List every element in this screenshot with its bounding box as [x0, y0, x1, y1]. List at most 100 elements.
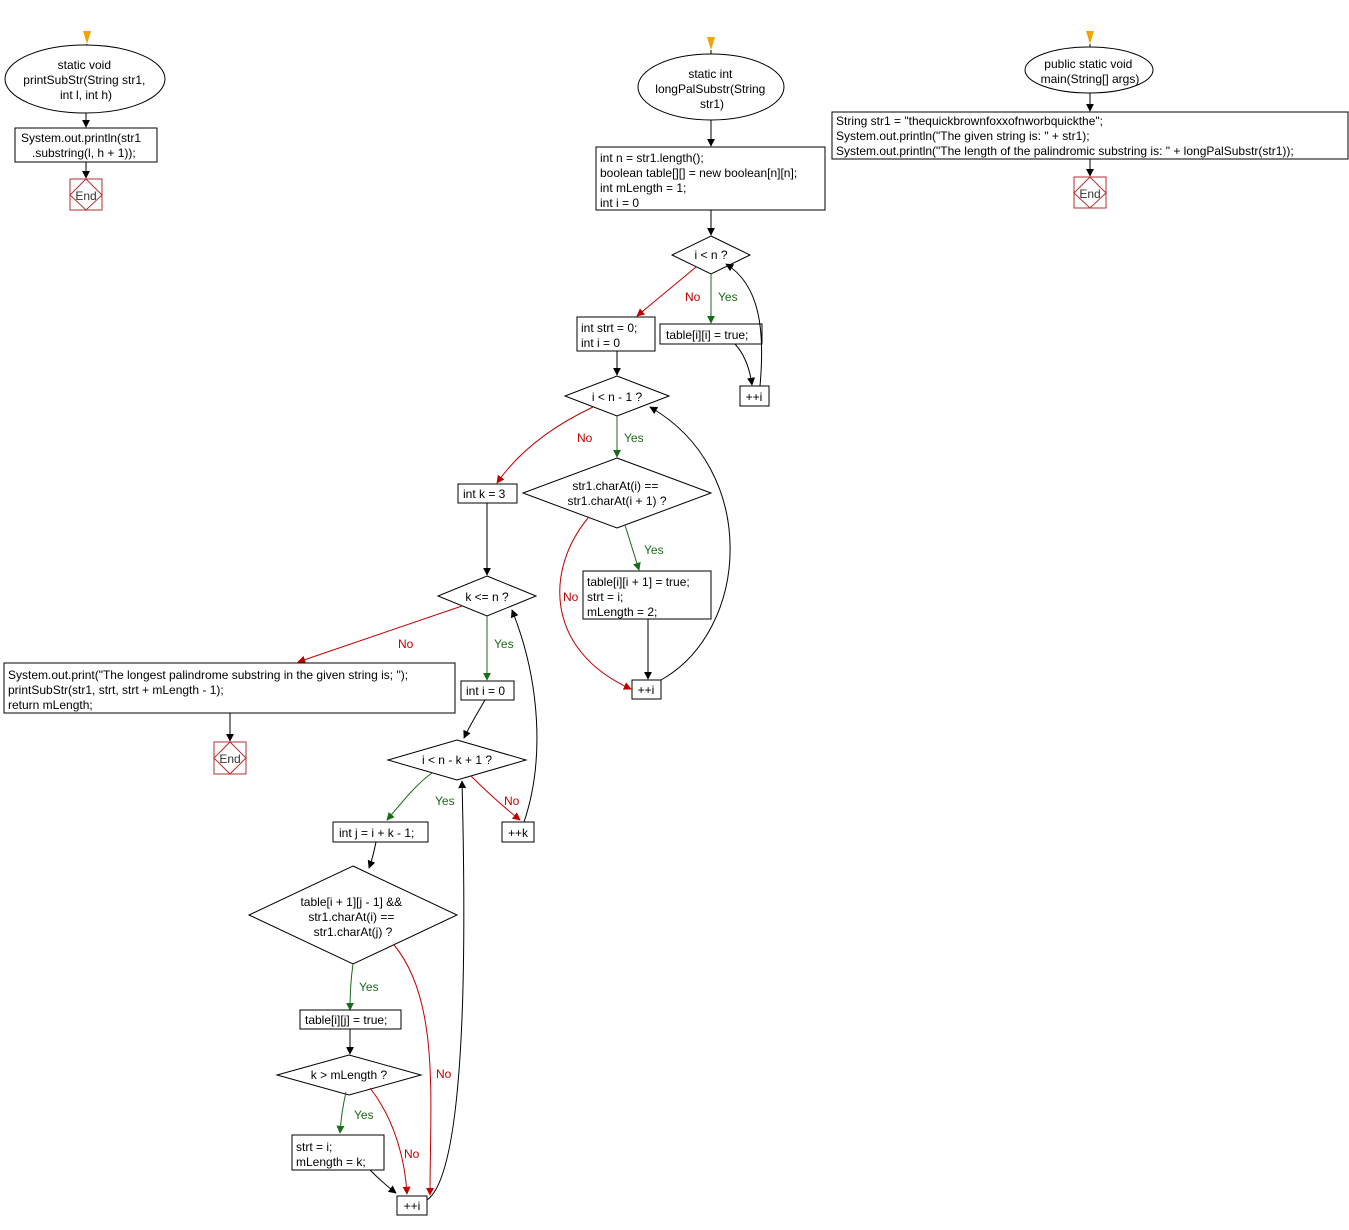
main-start-line: public static void	[1044, 57, 1132, 71]
svg-text:System.out.println(str1: System.out.println(str1 .substring(l, h …	[21, 131, 144, 160]
inc-i-box-2	[631, 679, 662, 700]
code-line: .substring(l, h + 1));	[32, 146, 136, 160]
code-line: int n = str1.length();	[600, 151, 704, 165]
yes-label: Yes	[718, 290, 738, 304]
no-label: No	[577, 431, 593, 445]
code-line: String str1 = "thequickbrownfoxxofnworbq…	[836, 114, 1103, 128]
update-block	[291, 1134, 385, 1171]
code-line: printSubStr(str1, strt, strt + mLength -…	[8, 683, 224, 697]
code-line: boolean table[][] = new boolean[n][n];	[600, 166, 797, 180]
print-sub-str-end: End	[69, 178, 103, 211]
long-pal-start-line: longPalSubstr(String	[655, 82, 765, 96]
init-strt-block	[576, 316, 656, 352]
inc-i-box-1	[739, 385, 770, 407]
decision-label: i < n - k + 1 ?	[422, 753, 492, 767]
no-label: No	[404, 1147, 420, 1161]
code-line: table[i][i + 1] = true;	[587, 575, 690, 589]
no-label: No	[504, 794, 520, 808]
start-marker	[1086, 31, 1094, 44]
code-line: int mLength = 1;	[600, 181, 686, 195]
code-line: return mLength;	[8, 698, 93, 712]
code-line: System.out.print("The longest palindrome…	[8, 668, 408, 682]
long-pal-start-line: str1)	[700, 97, 724, 111]
print-sub-str-start-line: int l, int h)	[60, 88, 112, 102]
decision-label: str1.charAt(i + 1) ?	[567, 494, 666, 508]
start-marker	[707, 37, 715, 50]
code-line: table[i][j] = true;	[305, 1013, 387, 1027]
decision-label: table[i + 1][j - 1] &&	[300, 895, 402, 909]
code-line: int k = 3	[463, 487, 506, 501]
long-pal-substr-end: End	[213, 741, 247, 775]
code-line: int j = i + k - 1;	[339, 826, 414, 840]
decision-label: str1.charAt(i) ==	[572, 479, 658, 493]
svg-text:System.out.print("The longest: System.out.print("The longest palindrome…	[8, 668, 411, 712]
yes-label: Yes	[494, 637, 514, 651]
main-flow: public static void main(String[] args) S…	[831, 31, 1349, 209]
code-line: int i = 0	[600, 196, 639, 210]
decision-label: k > mLength ?	[311, 1068, 388, 1082]
set-pair-block	[582, 570, 712, 620]
svg-text:int n = str1.length(); b: int n = str1.length(); boolean table[][]…	[600, 151, 801, 210]
decision-inner-loop	[386, 739, 528, 781]
print-sub-str-start	[4, 44, 166, 114]
decision-k-gt-mlength	[275, 1054, 423, 1096]
code-line: int strt = 0;	[581, 321, 637, 335]
code-line: mLength = k;	[296, 1155, 366, 1169]
end-label: End	[75, 189, 96, 203]
no-label: No	[436, 1067, 452, 1081]
decision-label: i < n ?	[694, 248, 727, 262]
main-start	[1024, 46, 1154, 94]
yes-label: Yes	[435, 794, 455, 808]
code-line: ++i	[638, 683, 655, 697]
code-line: ++k	[508, 826, 529, 840]
yes-label: Yes	[624, 431, 644, 445]
no-label: No	[685, 290, 701, 304]
svg-text:table[i][i + 1] = true;: table[i][i + 1] = true; strt = i; mLengt…	[587, 575, 693, 619]
main-start-line: main(String[] args)	[1041, 72, 1140, 86]
svg-text:public static void main(: public static void main(String[] args)	[1041, 57, 1140, 86]
inc-i-box-3	[396, 1195, 428, 1216]
code-line: mLength = 2;	[587, 605, 657, 619]
decision-label: i < n - 1 ?	[592, 390, 643, 404]
code-line: table[i][i] = true;	[666, 328, 748, 342]
code-line: int i = 0	[581, 336, 620, 350]
svg-text:int strt = 0; int i = 0: int strt = 0; int i = 0	[581, 321, 641, 350]
yes-label: Yes	[359, 980, 379, 994]
code-line: System.out.println(str1	[21, 131, 141, 145]
print-sub-str-body	[14, 127, 158, 163]
code-line: strt = i;	[587, 590, 623, 604]
code-line: strt = i;	[296, 1140, 332, 1154]
init-block	[595, 146, 826, 211]
yes-label: Yes	[354, 1108, 374, 1122]
svg-text:static int longPalSubstr: static int longPalSubstr(String str1)	[655, 67, 768, 111]
set-diagonal-block	[659, 323, 763, 345]
long-pal-start-line: static int	[688, 67, 733, 81]
svg-text:static void printSubStr(: static void printSubStr(String str1, int…	[23, 58, 148, 102]
no-label: No	[398, 637, 414, 651]
code-line: ++i	[404, 1199, 421, 1213]
svg-text:table[i + 1][j - 1] && s: table[i + 1][j - 1] && str1.charAt(i) ==…	[300, 895, 405, 939]
end-label: End	[219, 752, 240, 766]
decision-label: str1.charAt(j) ?	[314, 925, 393, 939]
code-line: int i = 0	[466, 684, 505, 698]
end-label: End	[1079, 187, 1100, 201]
long-pal-substr-flow: static int longPalSubstr(String str1) in…	[3, 37, 826, 1216]
svg-text:str1.charAt(i) == str1.c: str1.charAt(i) == str1.charAt(i + 1) ?	[567, 479, 666, 508]
print-sub-str-flow: static void printSubStr(String str1, int…	[4, 31, 166, 211]
print-sub-str-start-line: static void	[58, 58, 111, 72]
print-sub-str-start-line: printSubStr(String str1,	[23, 73, 145, 87]
svg-text:String str1 = "thequickbrownfo: String str1 = "thequickbrownfoxxofnworbq…	[836, 114, 1294, 158]
set-j-block	[332, 821, 429, 843]
start-marker	[83, 31, 91, 44]
no-label: No	[563, 590, 579, 604]
inc-k-box	[501, 821, 535, 843]
init-i0-block	[460, 680, 515, 701]
decision-label: k <= n ?	[465, 590, 509, 604]
decision-adjacent-chars	[521, 457, 713, 529]
code-line: System.out.println("The given string is:…	[836, 129, 1090, 143]
yes-label: Yes	[644, 543, 664, 557]
code-line: ++i	[746, 390, 763, 404]
main-end: End	[1073, 176, 1107, 209]
decision-label: str1.charAt(i) ==	[308, 910, 394, 924]
